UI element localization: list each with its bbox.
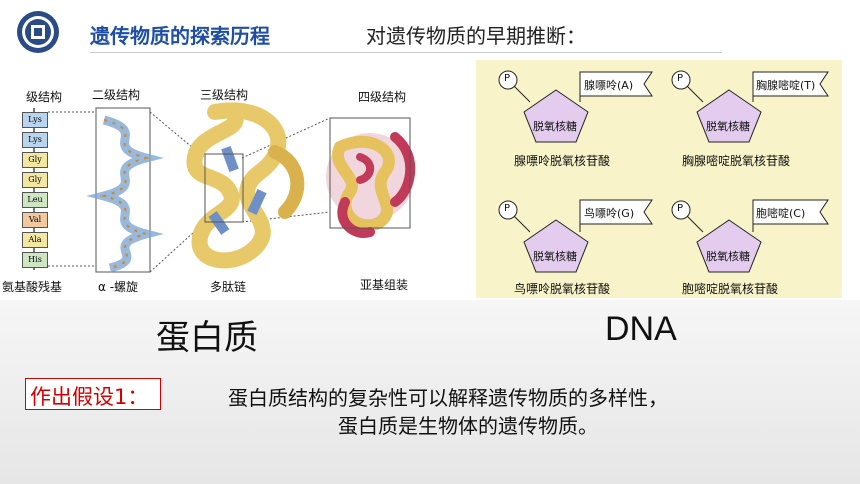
base-label-g: 鸟嘌呤(G) xyxy=(584,207,635,220)
subunit-assembly-drawing xyxy=(326,132,416,238)
level-label-primary: 级结构 xyxy=(26,90,63,104)
hypothesis-line-1: 蛋白质结构的复杂性可以解释遗传物质的多样性， xyxy=(228,386,668,410)
phosphate-label: P xyxy=(677,203,684,214)
nucleotide-a-drawing xyxy=(498,70,653,143)
bottom-label-subunit: 亚基组装 xyxy=(360,278,409,292)
nucleotide-name-g: 鸟嘌呤脱氧核苷酸 xyxy=(514,282,611,296)
bottom-label-polypeptide: 多肽链 xyxy=(210,280,247,294)
nucleotide-t-drawing xyxy=(671,70,829,143)
hypothesis-tag-box: 作出假设1： xyxy=(25,378,161,410)
hypothesis-tag: 作出假设1： xyxy=(30,385,149,409)
nucleotide-name-t: 胸腺嘧啶脱氧核苷酸 xyxy=(682,154,791,168)
alpha-helix-drawing xyxy=(86,115,164,273)
amino-acid-box: Ala xyxy=(22,232,48,248)
nucleotide-name-c: 胞嘧啶脱氧核苷酸 xyxy=(682,282,779,296)
sugar-label: 脱氧核糖 xyxy=(533,250,577,263)
hypothesis-line-2: 蛋白质是生物体的遗传物质。 xyxy=(338,414,598,438)
polypeptide-fold-drawing xyxy=(186,102,305,269)
nucleotide-name-a: 腺嘌呤脱氧核苷酸 xyxy=(514,154,611,168)
page-title: 遗传物质的探索历程 xyxy=(90,24,270,48)
amino-acid-box: Gly xyxy=(22,152,48,168)
sugar-label: 脱氧核糖 xyxy=(706,250,750,263)
sugar-label: 脱氧核糖 xyxy=(706,120,750,133)
bottom-label-helix: α -螺旋 xyxy=(98,280,139,294)
level-label-secondary: 二级结构 xyxy=(92,88,141,102)
nucleotide-diagrams xyxy=(498,70,829,273)
page-subtitle: 对遗传物质的早期推断： xyxy=(366,24,586,48)
amino-acid-box: Lys xyxy=(22,132,48,148)
amino-acid-chain-line xyxy=(33,108,35,270)
title-divider xyxy=(90,52,722,53)
base-label-t: 胸腺嘧啶(T) xyxy=(756,79,816,92)
base-label-a: 腺嘌呤(A) xyxy=(584,79,634,92)
amino-acid-box: Val xyxy=(22,212,48,228)
phosphate-label: P xyxy=(504,73,511,84)
amino-acid-box: Lys xyxy=(22,112,48,128)
amino-acid-box: Leu xyxy=(22,192,48,208)
dna-nucleotide-figure: P P P P 腺嘌呤(A) 胸腺嘧啶(T) 鸟嘌呤(G) 胞嘧啶(C) 脱氧核… xyxy=(476,60,842,298)
protein-structure-drawing xyxy=(48,102,416,273)
bottom-label-residue: 氨基酸残基 xyxy=(2,280,63,294)
base-label-c: 胞嘧啶(C) xyxy=(756,207,806,220)
university-logo-icon xyxy=(17,11,59,53)
protein-structure-figure: 级结构 二级结构 三级结构 四级结构 Lys Lys Gly Gly Leu V… xyxy=(0,62,445,298)
dna-label: DNA xyxy=(605,310,677,348)
level-label-tertiary: 三级结构 xyxy=(200,88,249,102)
amino-acid-box: Gly xyxy=(22,172,48,188)
sugar-label: 脱氧核糖 xyxy=(533,120,577,133)
level-label-quaternary: 四级结构 xyxy=(358,90,407,104)
phosphate-label: P xyxy=(504,203,511,214)
nucleotide-g-drawing xyxy=(498,199,653,273)
nucleotide-c-drawing xyxy=(671,199,829,273)
amino-acid-box: His xyxy=(22,252,48,268)
phosphate-label: P xyxy=(677,73,684,84)
protein-label: 蛋白质 xyxy=(156,318,258,358)
